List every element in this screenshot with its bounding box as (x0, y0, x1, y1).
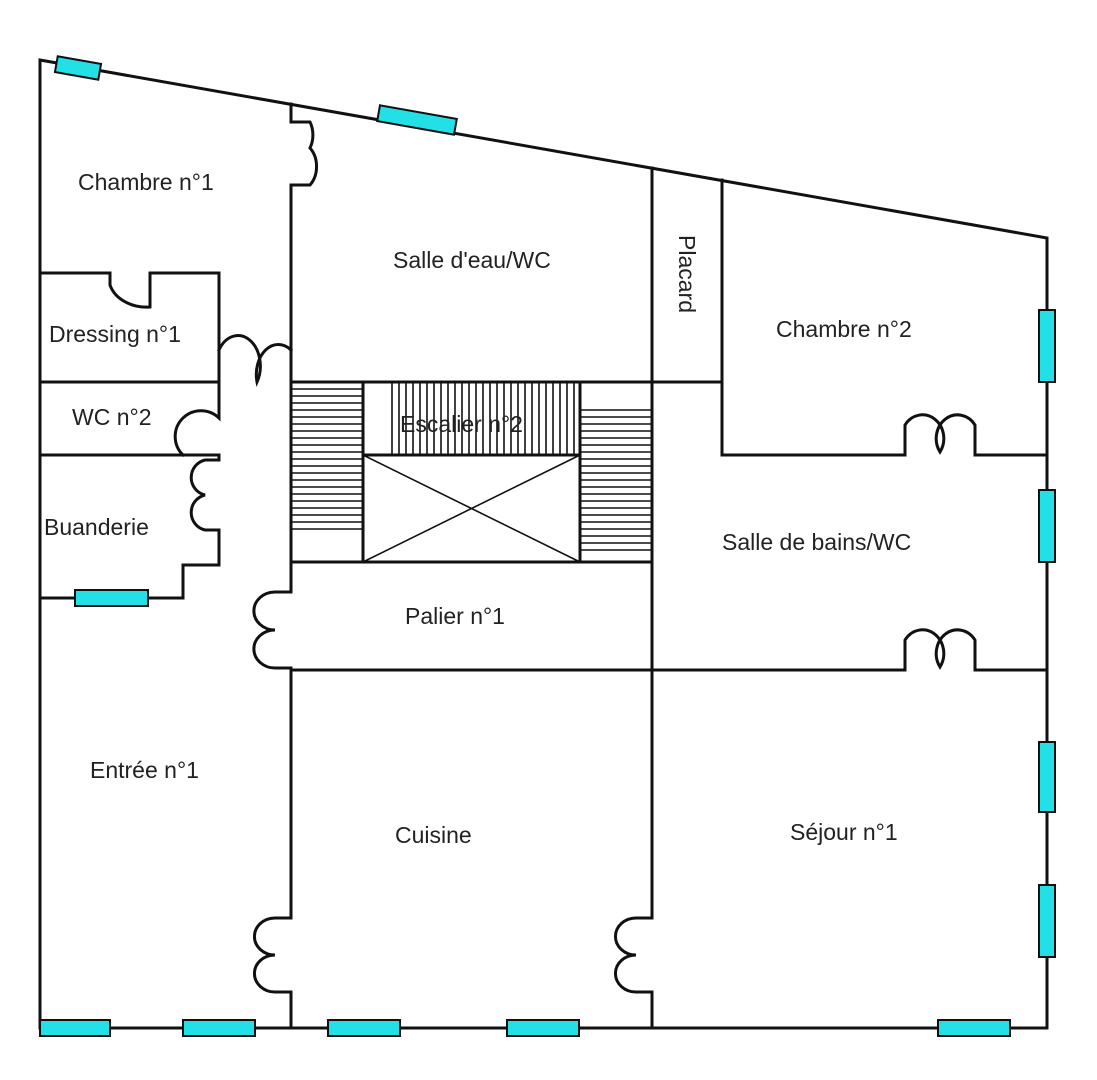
window (39, 1019, 111, 1037)
staircase (289, 380, 654, 564)
label-sejour-1: Séjour n°1 (790, 819, 898, 845)
walls (38, 58, 1049, 1030)
label-chambre-1: Chambre n°1 (78, 169, 214, 195)
window (327, 1019, 401, 1037)
window (74, 589, 149, 607)
label-chambre-2: Chambre n°2 (776, 316, 912, 342)
windows (39, 55, 1056, 1037)
label-cuisine: Cuisine (395, 822, 472, 848)
label-wc-2: WC n°2 (72, 404, 152, 430)
room-labels: Chambre n°1 Salle d'eau/WC Placard Chamb… (44, 169, 912, 848)
label-buanderie: Buanderie (44, 514, 149, 540)
label-escalier-2: Escalier n°2 (400, 411, 523, 437)
window (182, 1019, 256, 1037)
label-salle-eau: Salle d'eau/WC (393, 247, 551, 273)
label-palier-1: Palier n°1 (405, 603, 505, 629)
label-entree-1: Entrée n°1 (90, 757, 199, 783)
window (937, 1019, 1011, 1037)
window (376, 104, 458, 136)
window (53, 55, 103, 81)
window (1038, 489, 1056, 563)
window (1038, 884, 1056, 958)
window (506, 1019, 580, 1037)
label-salle-bains: Salle de bains/WC (722, 529, 911, 555)
window (1038, 741, 1056, 813)
label-placard: Placard (674, 235, 700, 313)
label-dressing-1: Dressing n°1 (49, 321, 181, 347)
window (1038, 309, 1056, 383)
